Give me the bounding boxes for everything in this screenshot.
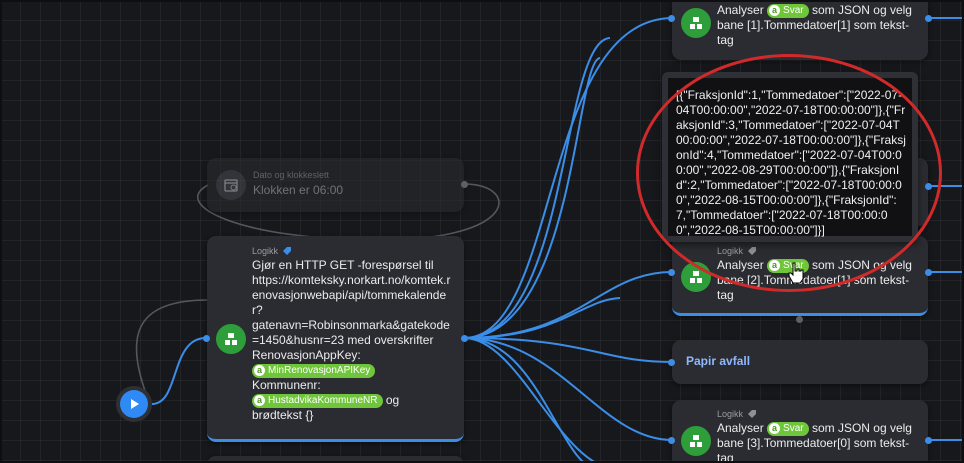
http-node-in-port[interactable] — [203, 335, 210, 342]
cubes-icon — [681, 8, 711, 38]
time-node-out-port[interactable] — [461, 181, 468, 188]
hidden-node-out-port[interactable] — [925, 183, 932, 190]
svar-variable-label: Svar — [783, 422, 804, 434]
tag-icon — [748, 247, 757, 255]
parse2-bottom-port[interactable] — [796, 316, 803, 323]
http-node-out-port[interactable] — [461, 335, 468, 342]
http-node-line1: Gjør en HTTP GET -forespørsel til — [252, 258, 434, 272]
cubes-icon — [681, 426, 711, 456]
parse2-category: Logikk — [717, 246, 744, 256]
time-node-category: Dato og klokkeslett — [253, 170, 330, 180]
cubes-icon — [216, 324, 246, 354]
api-key-variable-label: MinRenovasjonAPIKey — [268, 364, 371, 376]
papir-in-port[interactable] — [668, 359, 675, 366]
http-node-body: brødtekst {} — [252, 408, 314, 422]
papir-avfall-label: Papir avfall — [686, 354, 751, 368]
parse3-in-port[interactable] — [668, 437, 675, 444]
parse3-suffix: som JSON og velg bane [3].Tommedatoer[0]… — [717, 421, 912, 463]
svar-variable-label: Svar — [783, 4, 804, 16]
http-node-url: https://komteksky.norkart.no/komtek.reno… — [252, 273, 451, 317]
parse1-out-port[interactable] — [925, 15, 932, 22]
time-node-text: Klokken er 06:00 — [253, 183, 344, 197]
cubes-icon — [681, 262, 711, 292]
parse3-prefix: Analyser — [717, 421, 764, 435]
hand-pointer-icon — [788, 262, 804, 284]
parse2-suffix: som JSON og velg bane [2].Tommedatoer[1]… — [717, 258, 912, 302]
kommune-variable-label: HustadvikaKommuneNR — [268, 394, 378, 406]
parse1-in-port[interactable] — [668, 15, 675, 22]
start-node[interactable] — [116, 386, 152, 422]
parse2-prefix: Analyser — [717, 258, 764, 272]
json-response-text: [{"FraksjonId":1,"Tommedatoer":["2022-07… — [668, 78, 912, 237]
time-trigger-node[interactable]: Dato og klokkeslett Klokken er 06:00 — [207, 158, 464, 212]
play-icon — [120, 390, 148, 418]
parse2-out-port[interactable] — [925, 269, 932, 276]
http-node-params: gatenavn=Robinsonmarka&gatekode=1450&hus… — [252, 318, 450, 347]
json-response-tooltip: [{"FraksjonId":1,"Tommedatoer":["2022-07… — [662, 72, 918, 242]
parse1-prefix: Analyser — [717, 3, 764, 17]
parse3-category: Logikk — [717, 409, 744, 419]
http-node-kommune-label: Kommunenr: — [252, 378, 321, 392]
http-request-node[interactable]: Logikk Gjør en HTTP GET -forespørsel til… — [207, 236, 464, 442]
parse3-out-port[interactable] — [925, 437, 932, 444]
tag-icon — [748, 410, 757, 418]
next-node-partial[interactable] — [207, 456, 464, 463]
tag-icon — [283, 247, 292, 255]
parse2-in-port[interactable] — [668, 269, 675, 276]
papir-avfall-node[interactable]: Papir avfall — [672, 340, 928, 384]
parse1-suffix: som JSON og velg bane [1].Tommedatoer[1]… — [717, 3, 912, 47]
http-node-category: Logikk — [252, 246, 279, 256]
http-node-header-key: RenovasjonAppKey: — [252, 348, 361, 362]
calendar-clock-icon — [216, 170, 246, 200]
http-node-og: og — [385, 393, 400, 407]
